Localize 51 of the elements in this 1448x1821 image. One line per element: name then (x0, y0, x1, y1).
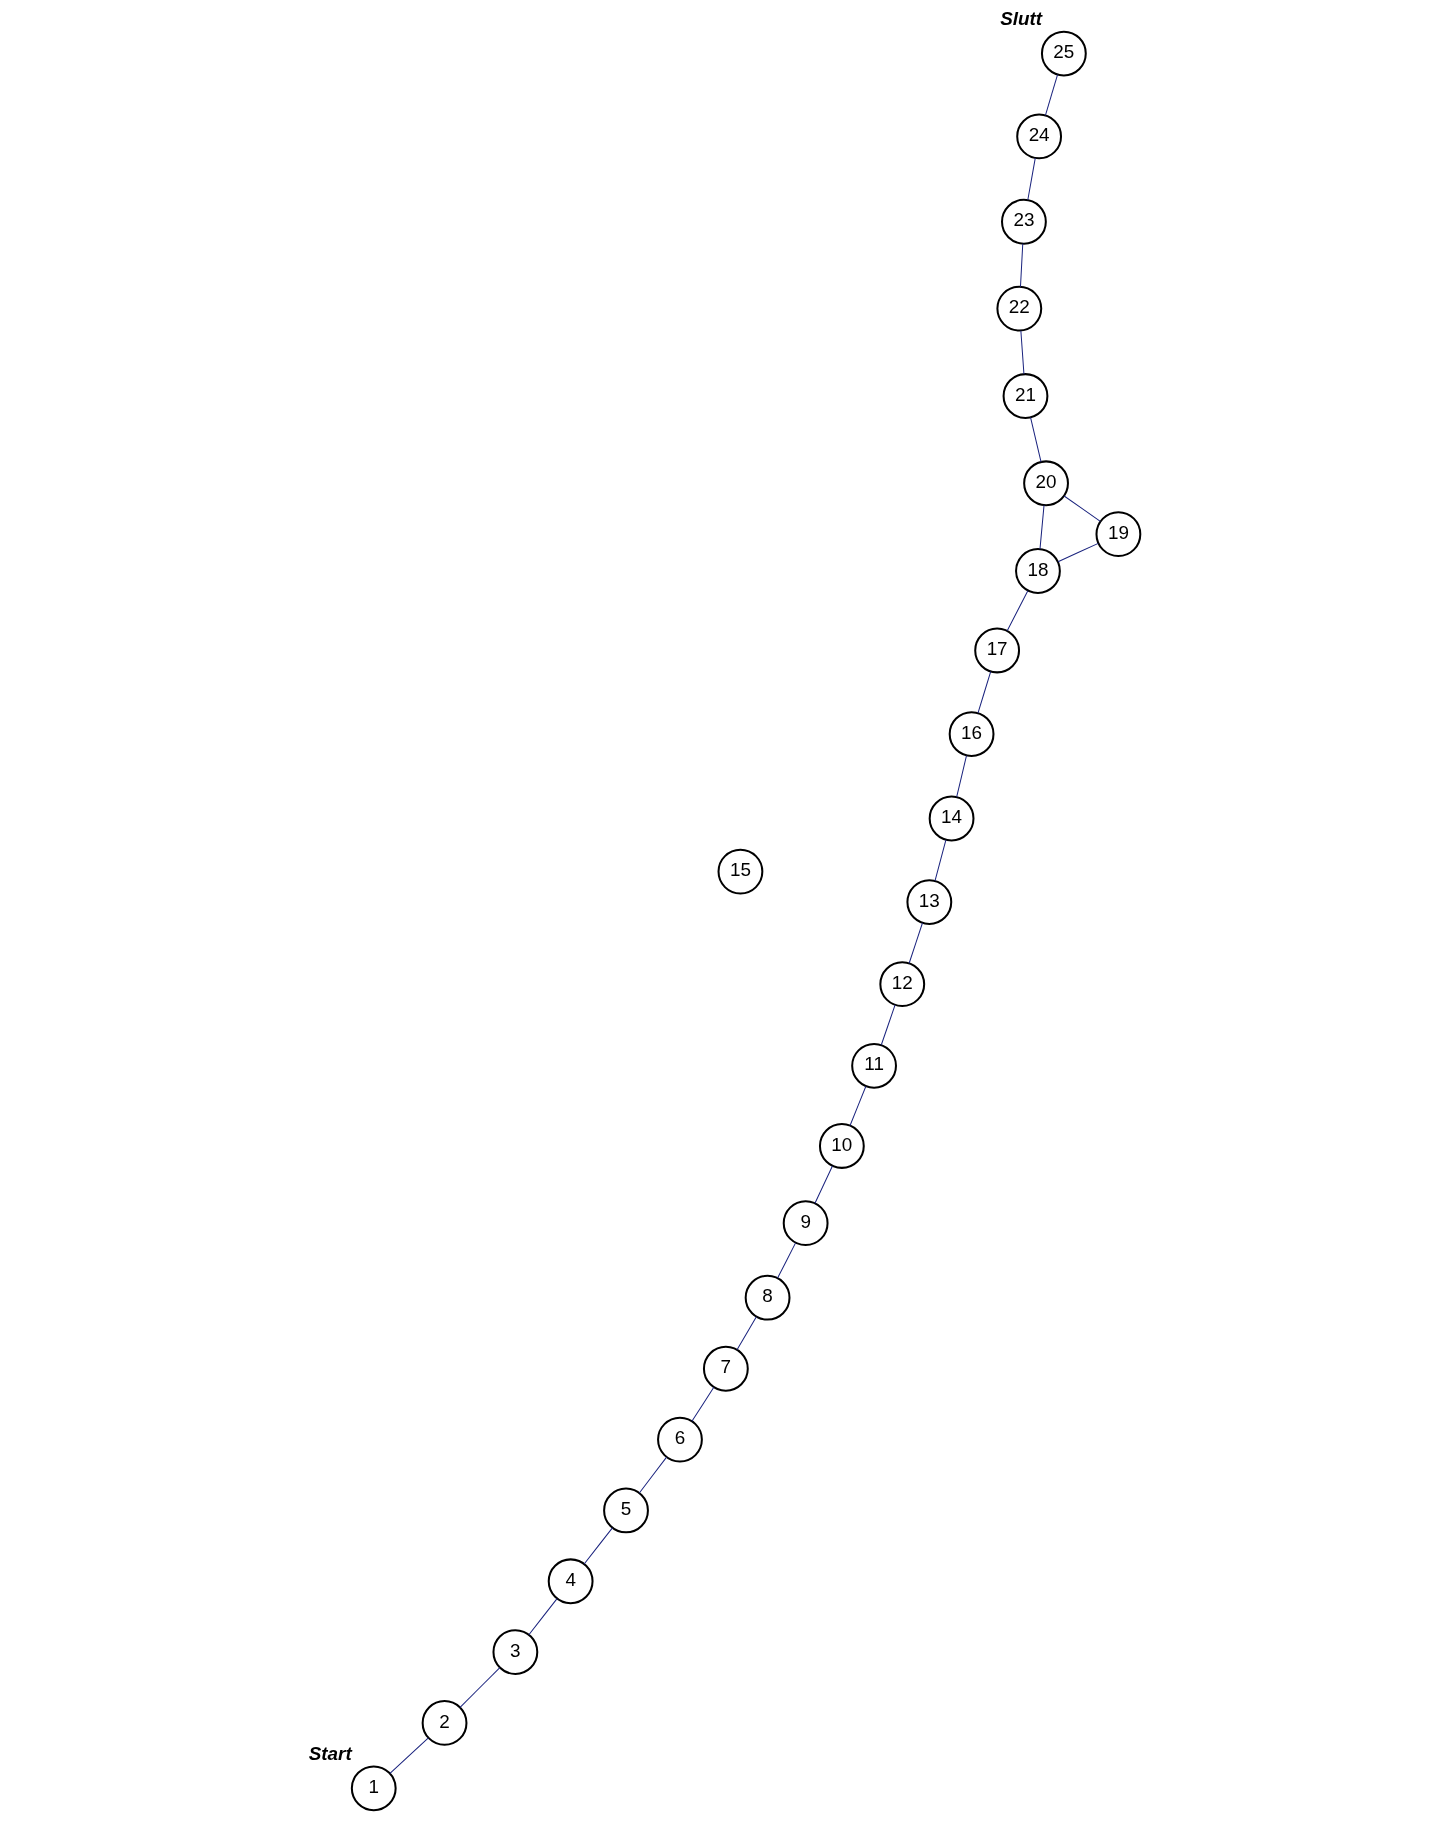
node-circle: 9 (782, 1200, 829, 1247)
node-label: Start (308, 1742, 352, 1764)
node-circle: 13 (905, 879, 952, 925)
node-circle: 12 (878, 961, 925, 1008)
node-circle: 10 (818, 1123, 865, 1169)
node-circle: 1 (350, 1765, 397, 1812)
connector (736, 1316, 757, 1351)
connector (1006, 590, 1028, 632)
node-circle: 16 (948, 711, 994, 757)
connector (908, 922, 923, 964)
connector (638, 1456, 667, 1494)
connector (1029, 416, 1042, 463)
node-circle: 25 (1040, 30, 1087, 77)
connector (955, 755, 967, 798)
node-circle: 23 (1000, 198, 1047, 245)
connector (934, 839, 946, 882)
connector (1044, 74, 1058, 116)
node-circle: 2 (421, 1700, 467, 1746)
node-circle: 11 (850, 1042, 897, 1089)
connector (690, 1386, 714, 1422)
connector (813, 1165, 833, 1204)
connector (1019, 243, 1023, 288)
connector (1063, 495, 1101, 522)
node-circle: 18 (1014, 548, 1061, 594)
connector (1019, 330, 1024, 375)
node-circle: 8 (744, 1274, 790, 1321)
node-circle: 22 (995, 285, 1042, 332)
node-circle: 6 (656, 1416, 703, 1463)
node-circle: 14 (928, 795, 974, 842)
connector (776, 1242, 796, 1279)
node-circle: 3 (491, 1629, 538, 1675)
node-label: Slutt (999, 8, 1042, 30)
node-circle: 5 (602, 1487, 649, 1534)
node-circle: 24 (1015, 113, 1062, 160)
node-circle: 20 (1022, 460, 1069, 507)
connector (583, 1527, 613, 1565)
connector (389, 1737, 429, 1774)
connector (1057, 542, 1099, 563)
node-circle: 15 (717, 848, 763, 895)
connector (527, 1598, 558, 1636)
node-circle: 7 (702, 1345, 749, 1392)
connector (880, 1004, 896, 1046)
connector (459, 1667, 500, 1708)
connector (849, 1085, 866, 1127)
node-circle: 17 (973, 627, 1020, 674)
connector (977, 671, 991, 714)
node-circle: 19 (1095, 511, 1141, 558)
node-circle: 4 (547, 1558, 594, 1605)
connector (1026, 157, 1036, 201)
node-circle: 21 (1002, 373, 1048, 419)
connector (1038, 504, 1045, 550)
